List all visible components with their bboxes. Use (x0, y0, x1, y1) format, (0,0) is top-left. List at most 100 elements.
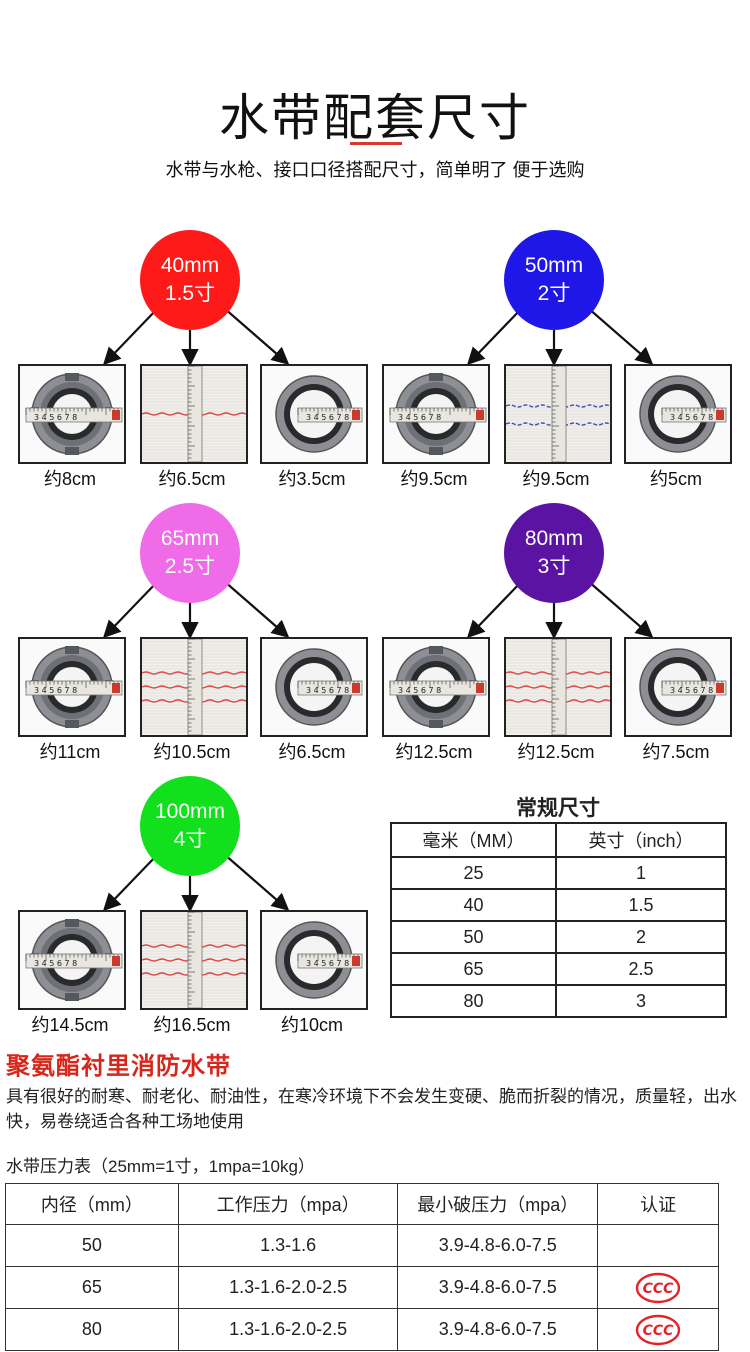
inch-cell: 2.5 (555, 952, 727, 986)
burst-pressure-cell: 3.9-4.8-6.0-7.5 (397, 1308, 599, 1351)
size-mm-label: 65mm (160, 527, 220, 550)
size-mm-label: 100mm (154, 800, 226, 823)
table-header-row: 内径（mm） 工作压力（mpa） 最小破压力（mpa） 认证 (5, 1183, 719, 1225)
nozzle-measure-illustration: 3 4 5 6 7 8 (626, 639, 730, 735)
hose-size-caption: 约10.5cm (153, 742, 231, 762)
burst-pressure-cell: 3.9-4.8-6.0-7.5 (397, 1224, 599, 1267)
hose-photo (140, 910, 248, 1010)
title-underline (350, 142, 402, 145)
hose-measure-illustration (142, 912, 246, 1008)
svg-text:3 4 5 6 7 8: 3 4 5 6 7 8 (34, 686, 77, 695)
hose-measure-illustration (506, 366, 610, 462)
size-inch-label: 2寸 (537, 282, 571, 305)
coupling-measure-illustration: 3 4 5 6 7 8 (20, 639, 124, 735)
work-pressure-cell: 1.3-1.6-2.0-2.5 (177, 1308, 399, 1351)
coupling-size-caption: 约8cm (43, 469, 96, 489)
nozzle-photo: 3 4 5 6 7 8 (624, 364, 732, 464)
nozzle-measure-illustration: 3 4 5 6 7 8 (262, 912, 366, 1008)
size-group-100mm: 100mm 4寸 3 4 5 6 7 8 约14.5cm 约16.5cm 3 4 5 6 … (18, 776, 378, 1036)
svg-text:3 4 5 6 7 8: 3 4 5 6 7 8 (398, 686, 441, 695)
svg-text:3 4 5 6 7 8: 3 4 5 6 7 8 (306, 413, 349, 422)
hose-photo (140, 364, 248, 464)
nozzle-photo: 3 4 5 6 7 8 (260, 637, 368, 737)
svg-text:3 4 5 6 7 8: 3 4 5 6 7 8 (306, 959, 349, 968)
coupling-photo: 3 4 5 6 7 8 (18, 364, 126, 464)
svg-text:CCC: CCC (643, 1281, 675, 1297)
inch-cell: 1.5 (555, 888, 727, 922)
coupling-measure-illustration: 3 4 5 6 7 8 (384, 366, 488, 462)
nozzle-size-caption: 约5cm (649, 469, 702, 489)
hose-photo (504, 637, 612, 737)
hose-photo (504, 364, 612, 464)
coupling-size-caption: 约14.5cm (31, 1015, 109, 1035)
hose-measure-illustration (142, 639, 246, 735)
standard-size-title: 常规尺寸 (516, 797, 600, 820)
coupling-photo: 3 4 5 6 7 8 (382, 637, 490, 737)
svg-text:3 4 5 6 7 8: 3 4 5 6 7 8 (670, 413, 713, 422)
size-circle: 50mm 2寸 (504, 230, 604, 330)
ccc-mark-icon: CCC (635, 1314, 681, 1345)
size-circle: 100mm 4寸 (140, 776, 240, 876)
nozzle-measure-illustration: 3 4 5 6 7 8 (262, 639, 366, 735)
hose-size-caption: 约12.5cm (517, 742, 595, 762)
coupling-size-caption: 约9.5cm (400, 469, 468, 489)
inch-cell: 2 (555, 920, 727, 954)
coupling-measure-illustration: 3 4 5 6 7 8 (20, 912, 124, 1008)
product-description: 具有很好的耐寒、耐老化、耐油性，在寒冷环境下不会发生变硬、脆而折裂的情况，质量轻… (6, 1087, 737, 1131)
page-title: 水带配套尺寸 (219, 90, 531, 146)
nozzle-size-caption: 约3.5cm (278, 469, 346, 489)
pressure-table-title: 水带压力表（25mm=1寸，1mpa=10kg） (6, 1157, 315, 1176)
mm-cell: 80 (389, 984, 558, 1018)
size-inch-label: 2.5寸 (164, 555, 216, 578)
svg-text:3 4 5 6 7 8: 3 4 5 6 7 8 (670, 686, 713, 695)
size-group-65mm: 65mm 2.5寸 3 4 5 6 7 8 约11cm 约10.5cm 3 4 5 6 7… (18, 503, 378, 763)
header-diameter: 内径（mm） (5, 1183, 179, 1225)
burst-pressure-cell: 3.9-4.8-6.0-7.5 (397, 1266, 599, 1309)
svg-text:3 4 5 6 7 8: 3 4 5 6 7 8 (34, 413, 77, 422)
page-subtitle: 水带与水枪、接口口径搭配尺寸，简单明了 便于选购 (165, 160, 585, 180)
coupling-photo: 3 4 5 6 7 8 (18, 637, 126, 737)
size-mm-label: 50mm (524, 254, 584, 277)
svg-text:3 4 5 6 7 8: 3 4 5 6 7 8 (398, 413, 441, 422)
size-circle: 65mm 2.5寸 (140, 503, 240, 603)
mm-cell: 25 (389, 856, 558, 890)
hose-size-caption: 约16.5cm (153, 1015, 231, 1035)
hose-size-caption: 约9.5cm (522, 469, 590, 489)
inch-cell: 1 (555, 856, 727, 890)
header-burst-pressure: 最小破压力（mpa） (397, 1183, 599, 1225)
nozzle-measure-illustration: 3 4 5 6 7 8 (626, 366, 730, 462)
svg-text:3 4 5 6 7 8: 3 4 5 6 7 8 (34, 959, 77, 968)
size-inch-label: 4寸 (173, 828, 207, 851)
ccc-mark-icon: CCC (635, 1272, 681, 1303)
size-group-50mm: 50mm 2寸 3 4 5 6 7 8 约9.5cm 约9.5cm 3 4 5 6 7 8… (382, 230, 742, 490)
hose-size-caption: 约6.5cm (158, 469, 226, 489)
certification-cell: CCC (597, 1308, 719, 1351)
work-pressure-cell: 1.3-1.6-2.0-2.5 (177, 1266, 399, 1309)
header-work-pressure: 工作压力（mpa） (177, 1183, 399, 1225)
size-inch-label: 3寸 (537, 555, 571, 578)
coupling-size-caption: 约11cm (39, 742, 101, 762)
mm-cell: 65 (389, 952, 558, 986)
nozzle-measure-illustration: 3 4 5 6 7 8 (262, 366, 366, 462)
coupling-measure-illustration: 3 4 5 6 7 8 (384, 639, 488, 735)
diameter-cell: 50 (5, 1224, 179, 1267)
diameter-cell: 65 (5, 1266, 179, 1309)
product-title: 聚氨酯衬里消防水带 (6, 1053, 231, 1080)
header-inch: 英寸（inch） (555, 822, 727, 858)
nozzle-size-caption: 约10cm (280, 1015, 343, 1035)
nozzle-photo: 3 4 5 6 7 8 (260, 364, 368, 464)
hose-photo (140, 637, 248, 737)
certification-cell (597, 1224, 719, 1267)
svg-text:3 4 5 6 7 8: 3 4 5 6 7 8 (306, 686, 349, 695)
